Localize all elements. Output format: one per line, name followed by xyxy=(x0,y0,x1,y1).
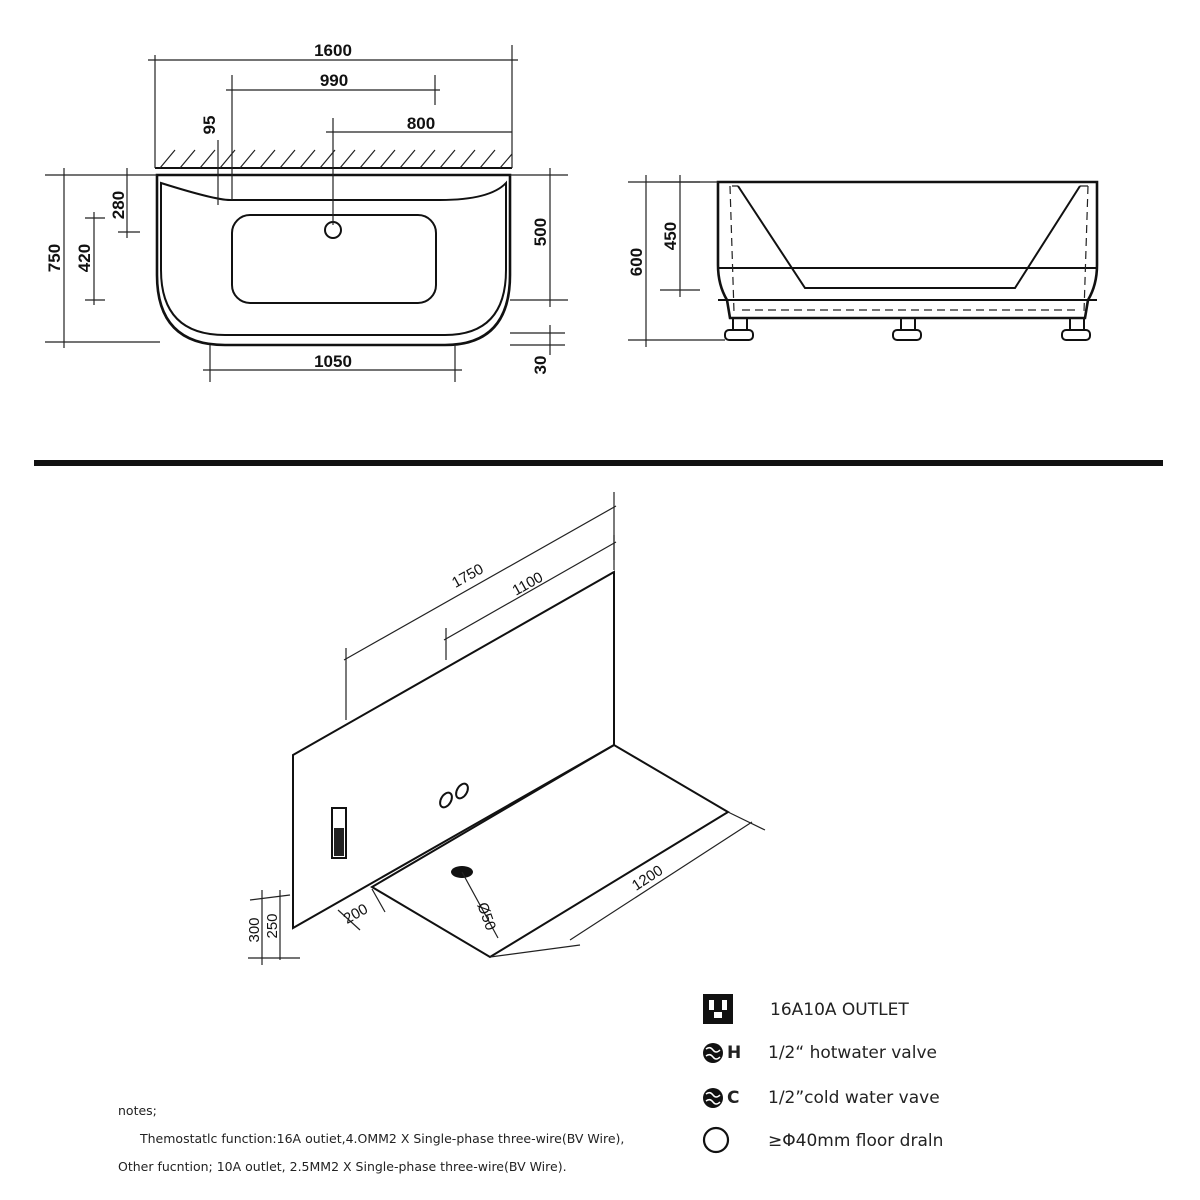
legend-suffix-c: C xyxy=(727,1088,739,1108)
dim-800: 800 xyxy=(407,114,435,133)
dim-1600: 1600 xyxy=(314,41,352,60)
tub-outline xyxy=(155,173,512,347)
cold-valve xyxy=(455,782,469,800)
dim-420: 420 xyxy=(75,244,94,272)
notes-line-2: Other fucntion; 10A outlet, 2.5MM2 X Sin… xyxy=(118,1159,567,1174)
install-view: Ø50 1750 1100 1200 300 250 200 xyxy=(246,492,766,965)
dim-600: 600 xyxy=(627,248,646,276)
side-view: 600 450 xyxy=(627,175,1099,347)
tub-basin xyxy=(231,214,437,304)
dim-990: 990 xyxy=(320,71,348,90)
dim-dia50: Ø50 xyxy=(473,900,499,932)
dim-750: 750 xyxy=(45,244,64,272)
legend-label-outlet: 16A10A OUTLET xyxy=(770,1000,909,1020)
tub-inner-rim xyxy=(160,180,507,336)
hot-valve-icon xyxy=(703,1043,723,1063)
notes-line-1: Themostatlc function:16A outiet,4.OMM2 X… xyxy=(140,1131,625,1146)
notes-title: notes; xyxy=(118,1103,157,1118)
tub-basin-profile xyxy=(737,185,1081,289)
dim-500: 500 xyxy=(531,218,550,246)
dim-300: 300 xyxy=(246,917,263,942)
dim-95: 95 xyxy=(200,116,219,135)
dim-450: 450 xyxy=(661,222,680,250)
legend: 16A10A OUTLET H 1/2“ hotwater valve C 1/… xyxy=(702,994,943,1154)
legend-suffix-h: H xyxy=(727,1043,741,1063)
dim-250: 250 xyxy=(264,913,281,938)
legend-label-drain: ≥Φ40mm floor draln xyxy=(768,1131,943,1151)
cold-valve-icon xyxy=(703,1088,723,1108)
legend-label-cold: 1/2”cold water vave xyxy=(768,1088,940,1108)
dim-1100: 1100 xyxy=(510,569,546,600)
floor-area xyxy=(370,743,730,959)
dim-280: 280 xyxy=(109,191,128,219)
dim-1050: 1050 xyxy=(314,352,352,371)
tub-feet xyxy=(724,317,1091,341)
legend-label-hot: 1/2“ hotwater valve xyxy=(768,1043,937,1063)
floor-drain-icon xyxy=(702,1126,730,1154)
hot-valve xyxy=(439,791,453,809)
dim-200: 200 xyxy=(341,901,371,928)
outlet-icon xyxy=(703,994,733,1024)
dim-30: 30 xyxy=(531,356,550,375)
dim-1750: 1750 xyxy=(449,561,486,592)
top-view: 1600 990 800 95 750 280 420 500 xyxy=(45,41,568,382)
